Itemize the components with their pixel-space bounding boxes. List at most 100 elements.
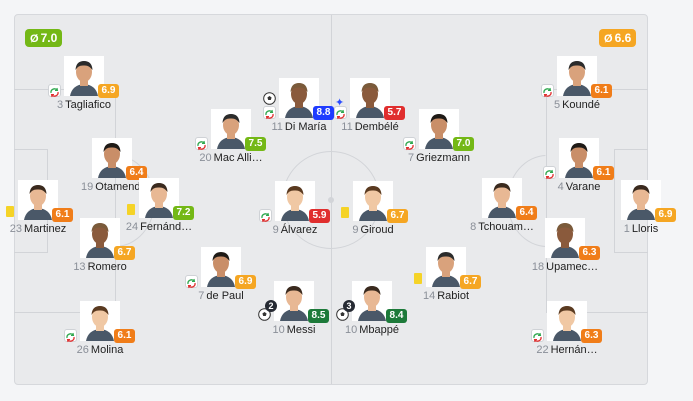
player-rating: 7.2 — [173, 206, 194, 220]
player-rating: 8.5 — [308, 309, 329, 323]
shirt-number: 20 — [199, 152, 212, 164]
average-icon: Ø — [604, 33, 613, 45]
substitution-icon — [195, 137, 208, 151]
shirt-number: 26 — [76, 344, 89, 356]
shirt-number: 7 — [198, 290, 205, 302]
player-name: Griezmann — [416, 152, 470, 164]
shirt-number: 9 — [352, 224, 359, 236]
player-name: Mac Alli… — [213, 152, 263, 164]
player-rating: 6.4 — [126, 166, 147, 180]
player-name: Molina — [90, 344, 124, 356]
player-name: Álvarez — [280, 224, 318, 236]
player-name: Otamendi — [95, 181, 143, 193]
substitution-icon — [185, 275, 198, 289]
player-rating: 5.7 — [384, 106, 405, 120]
player-rating: 6.1 — [591, 84, 612, 98]
player-rating: 6.3 — [579, 246, 600, 260]
shirt-number: 13 — [73, 261, 86, 273]
player-name: Di María — [284, 121, 327, 133]
shirt-number: 7 — [408, 152, 415, 164]
shirt-number: 11 — [341, 121, 353, 133]
player-photo — [621, 180, 661, 220]
substitution-icon — [334, 106, 347, 120]
shirt-number: 11 — [271, 121, 283, 133]
player-name: Dembélé — [354, 121, 399, 133]
player-photo — [547, 301, 587, 341]
man-of-the-match-icon: ✦ — [335, 97, 345, 109]
player-photo — [419, 109, 459, 149]
player-name: Fernánd… — [140, 221, 193, 233]
center-spot — [328, 197, 334, 203]
player-photo — [482, 178, 522, 218]
player-name: Tagliafico — [65, 99, 111, 111]
player-name: Tchouam… — [478, 221, 534, 233]
player-rating: 6.7 — [460, 275, 481, 289]
player-rating: 6.1 — [593, 166, 614, 180]
player-photo — [353, 181, 393, 221]
goal-ball-icon — [263, 92, 276, 105]
player-rating: 6.7 — [387, 209, 408, 223]
yellow-card-icon — [127, 204, 135, 215]
substitution-icon — [48, 84, 61, 98]
substitution-icon — [541, 84, 554, 98]
player-photo — [352, 281, 392, 321]
shirt-number: 14 — [422, 290, 436, 302]
player-photo — [92, 138, 132, 178]
player-photo — [274, 281, 314, 321]
shirt-number: 1 — [623, 223, 630, 235]
player-photo — [545, 218, 585, 258]
shirt-number: 19 — [81, 181, 94, 193]
player-name: de Paul — [206, 290, 244, 302]
player-rating: 6.3 — [581, 329, 602, 343]
player-name: Messi — [286, 324, 316, 336]
player-name: Rabiot — [437, 290, 470, 302]
player-name: Hernán… — [550, 344, 598, 356]
player-photo — [211, 109, 251, 149]
player-rating: 6.1 — [114, 329, 135, 343]
player-rating: 8.8 — [313, 106, 334, 120]
player-rating: 6.7 — [114, 246, 135, 260]
yellow-card-icon — [341, 207, 349, 218]
player-name: Varane — [565, 181, 601, 193]
substitution-icon — [531, 329, 544, 343]
shirt-number: 8 — [470, 221, 477, 233]
player-photo — [350, 78, 390, 118]
player-photo — [80, 301, 120, 341]
